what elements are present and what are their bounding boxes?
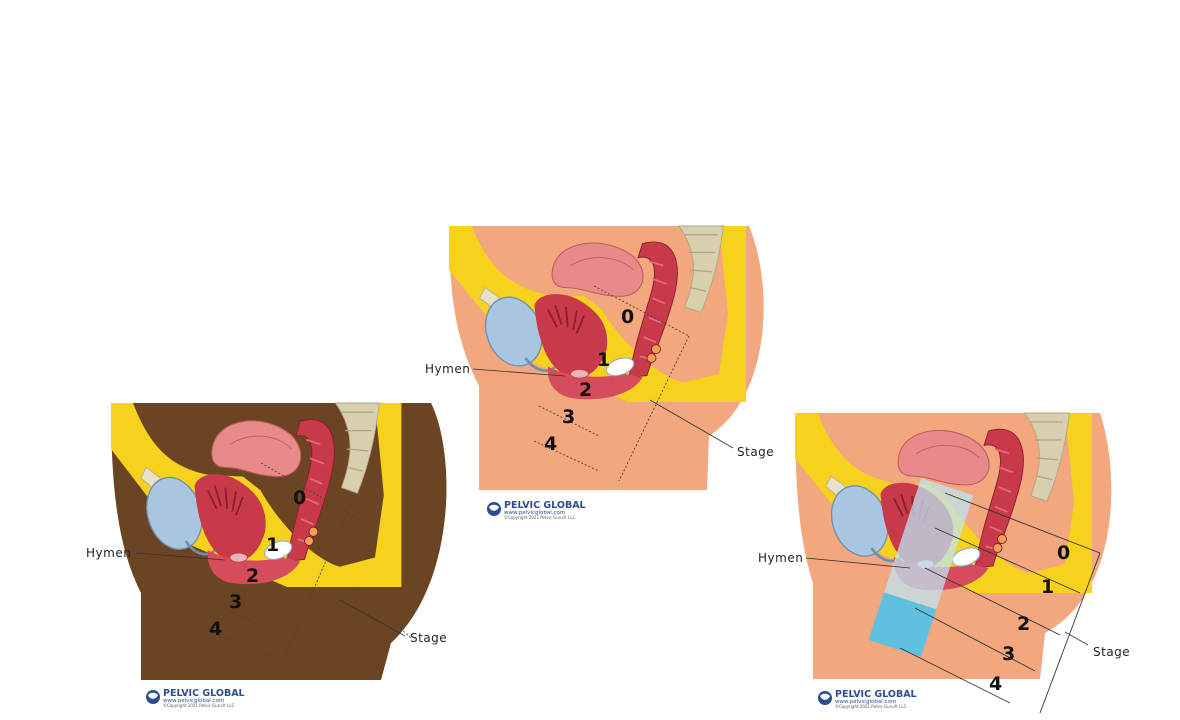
stage-guide-lines (533, 285, 690, 482)
stage-bracket (1064, 631, 1089, 646)
stage-number-3: 3 (562, 406, 575, 428)
stage-label: Stage (410, 631, 447, 645)
stage-number-2: 2 (1017, 613, 1030, 635)
stage-number-0: 0 (621, 306, 634, 328)
logo-copyright: ©Copyright 2021 Pelvic Guru® LLC (835, 704, 907, 709)
hymen-label: Hymen (758, 551, 803, 565)
stage-number-4: 4 (544, 433, 557, 455)
hymen-label: Hymen (86, 546, 131, 560)
logo-copyright: ©Copyright 2021 Pelvic Guru® LLC (504, 515, 576, 520)
hymen-leader-line (472, 368, 566, 377)
logo-url: www.pelvicglobal.com (504, 510, 565, 516)
pelvic-global-logo: PELVIC GLOBAL www.pelvicglobal.com ©Copy… (487, 500, 586, 520)
panel-center: 0 1 2 3 4 (447, 224, 764, 490)
stage-guide-lines (200, 462, 412, 666)
stage-number-1: 1 (1041, 576, 1054, 598)
pelvic-global-logo: PELVIC GLOBAL www.pelvicglobal.com ©Copy… (818, 689, 917, 709)
panel-right: 0 1 2 3 4 (793, 411, 1112, 714)
logo-title: PELVIC GLOBAL (163, 688, 245, 699)
logo-title: PELVIC GLOBAL (504, 500, 586, 511)
stage-bracket (649, 399, 734, 449)
logo-copyright: ©Copyright 2021 Pelvic Guru® LLC (163, 703, 235, 708)
stage-number-2: 2 (579, 379, 592, 401)
stage-number-3: 3 (229, 591, 242, 613)
measurement-device (868, 478, 974, 657)
logo-title: PELVIC GLOBAL (835, 689, 917, 700)
stage-number-4: 4 (209, 618, 222, 640)
hymen-leader-line (135, 552, 226, 561)
stage-number-4: 4 (989, 673, 1002, 695)
stage-number-0: 0 (293, 487, 306, 509)
panel-left: 0 1 2 3 4 (109, 401, 447, 680)
stage-number-3: 3 (1002, 643, 1015, 665)
pelvic-global-logo: PELVIC GLOBAL www.pelvicglobal.com ©Copy… (146, 688, 245, 708)
hymen-label: Hymen (425, 362, 470, 376)
stage-number-1: 1 (597, 349, 610, 371)
hymen-leader-line (805, 557, 911, 569)
logo-url: www.pelvicglobal.com (163, 698, 224, 704)
logo-url: www.pelvicglobal.com (835, 699, 896, 705)
stage-guide-lines (899, 492, 1101, 714)
stage-label: Stage (737, 445, 774, 459)
stage-number-2: 2 (246, 565, 259, 587)
stage-number-0: 0 (1057, 542, 1070, 564)
stage-bracket (339, 599, 406, 637)
stage-number-1: 1 (266, 534, 279, 556)
stage-label: Stage (1093, 645, 1130, 659)
